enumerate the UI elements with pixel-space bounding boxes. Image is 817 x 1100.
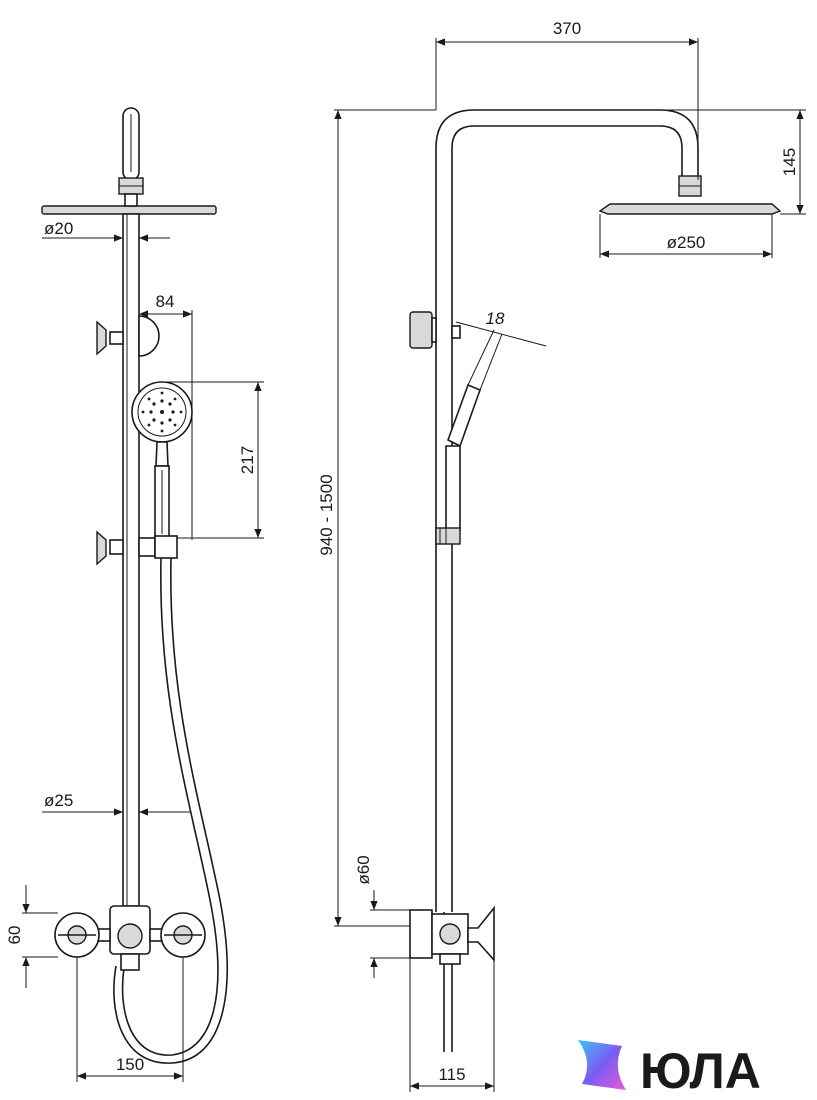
dim-mixer-diameter: ø60 (354, 855, 373, 884)
dim-arm-width: 370 (553, 19, 581, 38)
dim-slider-offset: 84 (156, 292, 175, 311)
dim-wall-offset: 115 (438, 1065, 465, 1084)
front-nozzle-dots (141, 391, 183, 433)
front-view (41, 107, 228, 1064)
side-knob-upper (409, 311, 433, 349)
front-slider-lower (138, 537, 156, 557)
side-shower-head (598, 203, 782, 215)
dimension-labels: 370 145 ø250 ø20 84 217 940 - 1500 18 ø2… (5, 19, 799, 1084)
side-hand-shower-handle (445, 445, 461, 531)
front-shower-head (41, 205, 217, 215)
side-arm-outer (435, 109, 699, 912)
dim-inlet-spacing: 150 (116, 1055, 144, 1074)
dim-hand-shower-length: 217 (238, 446, 257, 474)
front-main-pipe (122, 213, 140, 907)
side-slider (435, 527, 461, 545)
side-view (409, 109, 782, 1052)
dim-total-height: 940 - 1500 (317, 474, 336, 555)
dim-pipe-bottom-diameter: ø25 (44, 791, 73, 810)
side-mixer-handle (467, 905, 495, 963)
front-knob-upper (96, 320, 107, 356)
dim-hand-shower-angle: 18 (486, 309, 505, 328)
dim-mixer-height: 60 (5, 926, 24, 945)
front-mixer-outlet (120, 953, 140, 971)
side-arm-inner (451, 125, 683, 912)
brand-name: ЮЛА (640, 1043, 761, 1099)
dim-pipe-top-diameter: ø20 (44, 219, 73, 238)
dim-head-diameter: ø250 (667, 233, 706, 252)
brand-logo: ЮЛА (578, 1040, 761, 1099)
dimension-lines (22, 38, 806, 1092)
front-knob-lower (96, 530, 107, 566)
side-wall-flange (409, 909, 433, 959)
dim-arm-height: 145 (780, 148, 799, 176)
front-hose (121, 557, 219, 1056)
logo-mark-icon (578, 1040, 626, 1090)
front-holder-upper (138, 315, 160, 357)
